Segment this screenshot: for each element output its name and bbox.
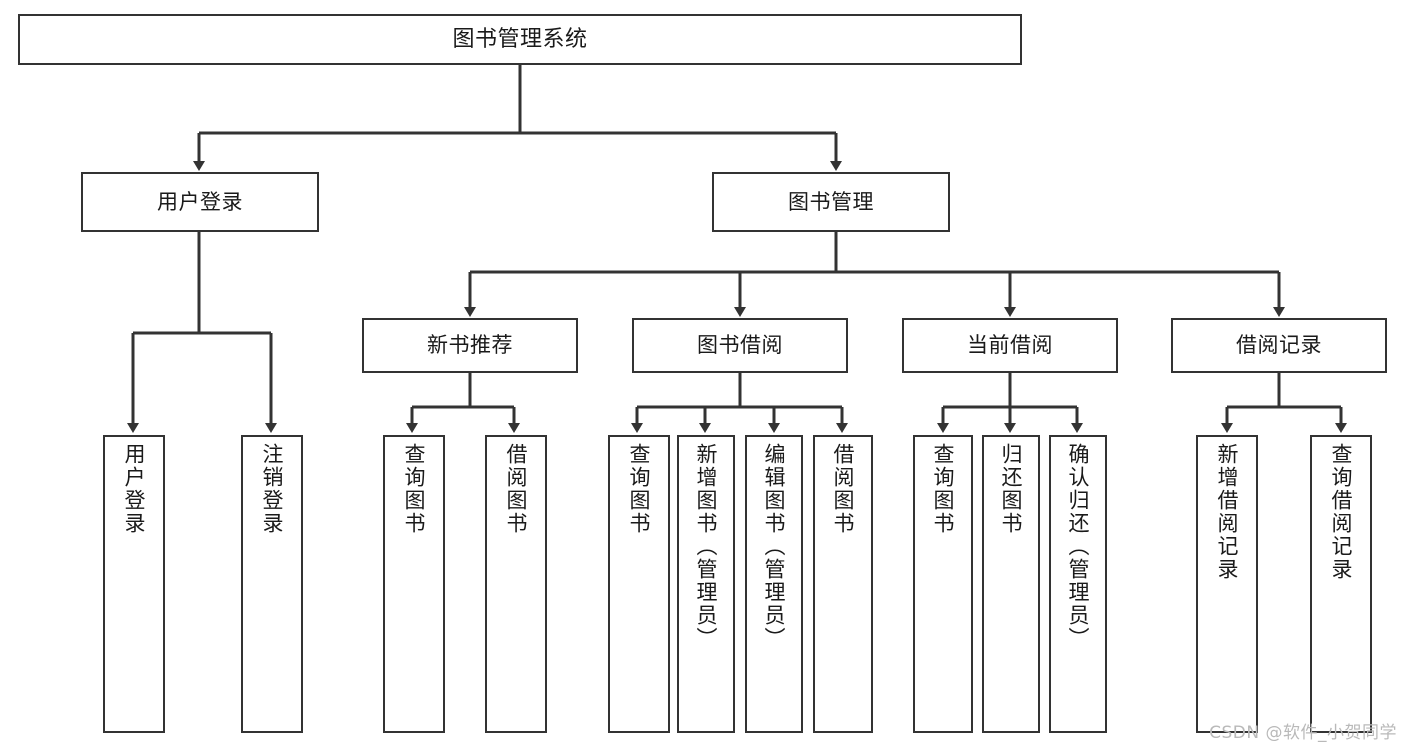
leaf-node-confirm-return-admin[interactable]: 确认归还（管理员）: [1049, 435, 1107, 733]
node-label: 确认归还（管理员）: [1066, 443, 1091, 650]
node-new-book-recommend[interactable]: 新书推荐: [362, 318, 578, 373]
node-label: 图书管理: [788, 189, 874, 214]
node-label: 图书借阅: [697, 333, 783, 358]
node-label: 查询图书: [931, 443, 956, 535]
node-label: 用户登录: [157, 189, 243, 214]
node-label: 借阅图书: [504, 443, 529, 535]
leaf-node-add-book-admin[interactable]: 新增图书（管理员）: [677, 435, 735, 733]
node-label: 新增借阅记录: [1215, 443, 1240, 581]
node-book-borrow[interactable]: 图书借阅: [632, 318, 848, 373]
node-label: 查询借阅记录: [1329, 443, 1354, 581]
node-label: 查询图书: [402, 443, 427, 535]
node-label: 借阅记录: [1236, 333, 1322, 358]
leaf-node-logout[interactable]: 注销登录: [241, 435, 303, 733]
leaf-node-query-book-recommend[interactable]: 查询图书: [383, 435, 445, 733]
node-user-login[interactable]: 用户登录: [81, 172, 319, 232]
node-label: 归还图书: [999, 443, 1024, 535]
node-label: 新增图书（管理员）: [694, 443, 719, 650]
node-label: 图书管理系统: [452, 26, 588, 52]
node-label: 当前借阅: [967, 333, 1053, 358]
node-label: 编辑图书（管理员）: [762, 443, 787, 650]
leaf-node-edit-book-admin[interactable]: 编辑图书（管理员）: [745, 435, 803, 733]
node-root-book-management-system[interactable]: 图书管理系统: [18, 14, 1022, 65]
node-book-management[interactable]: 图书管理: [712, 172, 950, 232]
leaf-node-borrow-book-recommend[interactable]: 借阅图书: [485, 435, 547, 733]
node-label: 借阅图书: [831, 443, 856, 535]
leaf-node-add-borrow-record[interactable]: 新增借阅记录: [1196, 435, 1258, 733]
node-label: 查询图书: [627, 443, 652, 535]
leaf-node-return-book[interactable]: 归还图书: [982, 435, 1040, 733]
node-borrow-record[interactable]: 借阅记录: [1171, 318, 1387, 373]
leaf-node-query-borrow-record[interactable]: 查询借阅记录: [1310, 435, 1372, 733]
leaf-node-query-book-current[interactable]: 查询图书: [913, 435, 973, 733]
leaf-node-borrow-book[interactable]: 借阅图书: [813, 435, 873, 733]
node-label: 注销登录: [260, 443, 285, 535]
csdn-watermark: CSDN @软件_小贺同学: [1209, 723, 1397, 743]
node-current-borrow[interactable]: 当前借阅: [902, 318, 1118, 373]
node-label: 用户登录: [122, 443, 147, 535]
leaf-node-query-book-borrow[interactable]: 查询图书: [608, 435, 670, 733]
leaf-node-user-login[interactable]: 用户登录: [103, 435, 165, 733]
node-label: 新书推荐: [427, 333, 513, 358]
